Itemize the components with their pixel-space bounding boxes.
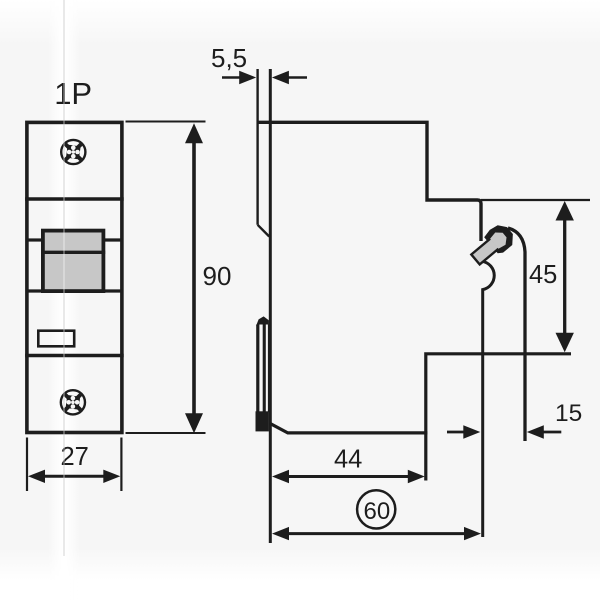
svg-text:5,5: 5,5 [211, 43, 247, 73]
svg-text:15: 15 [555, 400, 582, 427]
svg-text:45: 45 [529, 261, 557, 289]
svg-text:60: 60 [364, 498, 391, 525]
svg-text:90: 90 [203, 261, 232, 291]
svg-text:1P: 1P [54, 76, 92, 111]
svg-text:44: 44 [334, 445, 362, 473]
svg-text:27: 27 [61, 443, 89, 471]
